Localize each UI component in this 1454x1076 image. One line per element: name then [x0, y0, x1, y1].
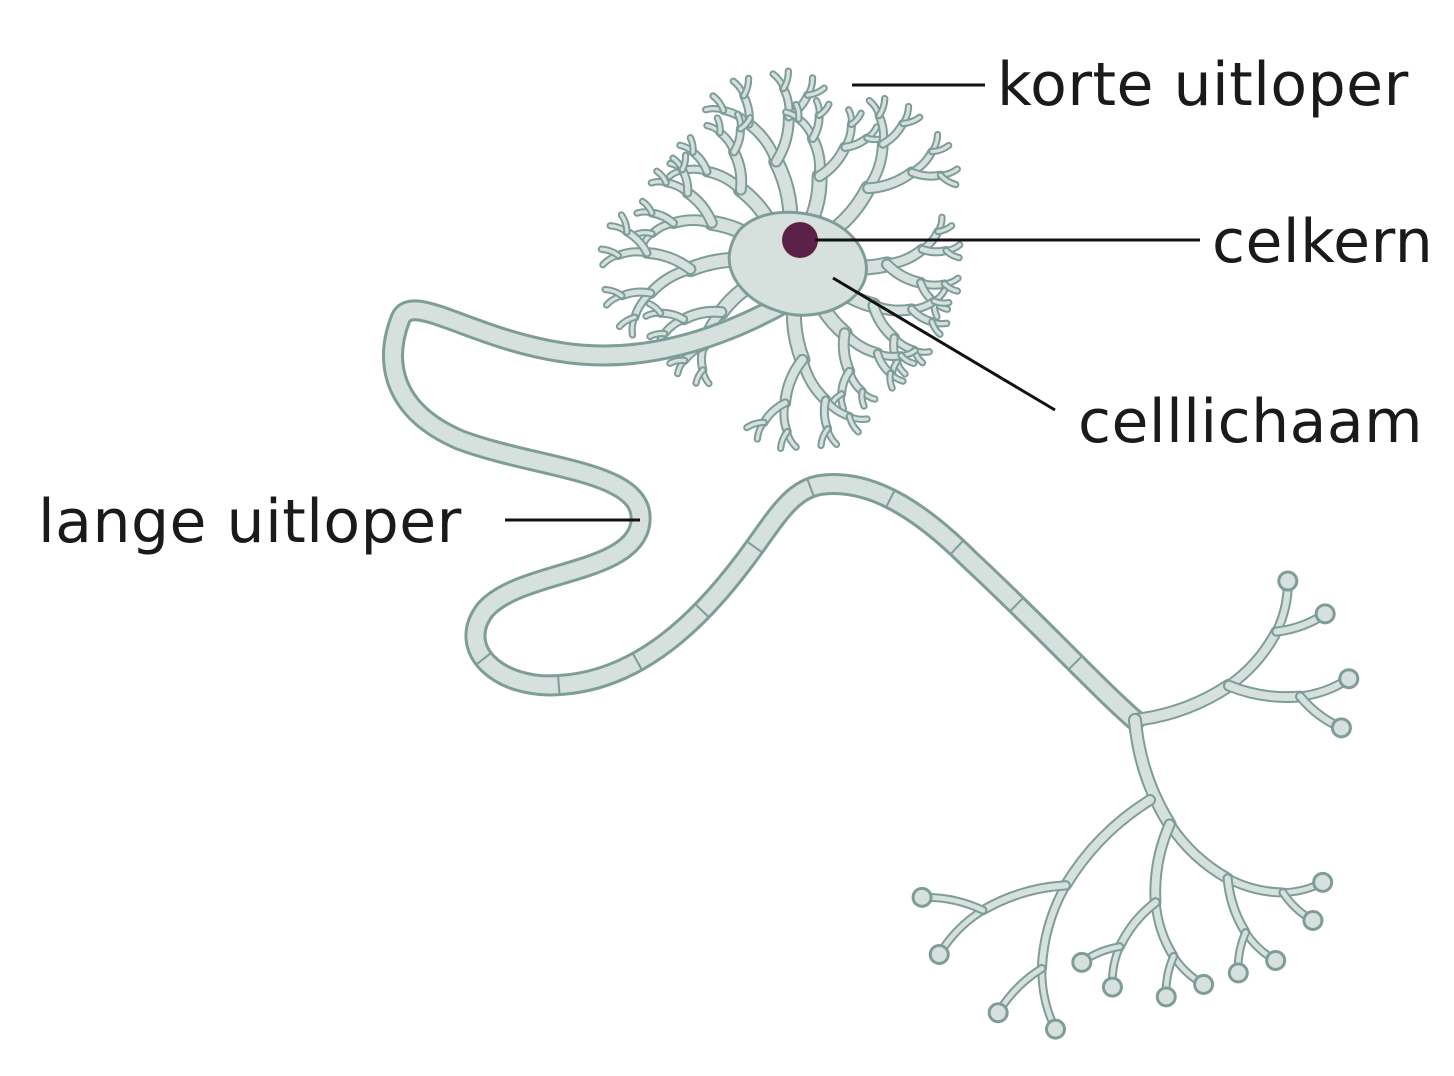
dendrite-branch	[887, 264, 921, 282]
synaptic-knob	[1195, 975, 1213, 993]
cell-body-label: celllichaam	[1078, 387, 1423, 457]
synaptic-knob	[1046, 1020, 1064, 1038]
synaptic-knob	[1314, 873, 1332, 891]
synaptic-knob	[1316, 605, 1334, 623]
myelin-node	[558, 676, 559, 694]
synaptic-knob	[989, 1004, 1007, 1022]
axon-label: lange uitloper	[38, 487, 462, 557]
dendrite-branch	[647, 253, 691, 269]
synaptic-knob	[1340, 670, 1358, 688]
axon	[393, 300, 1135, 720]
synaptic-knob	[1279, 572, 1297, 590]
synaptic-knob	[913, 888, 931, 906]
synaptic-knob	[930, 945, 948, 963]
axon-terminal-branches	[913, 572, 1358, 1038]
nucleus-shape	[782, 222, 818, 258]
dendrite-branch	[785, 360, 802, 403]
synaptic-knob	[1103, 978, 1121, 996]
synaptic-knob	[1267, 951, 1285, 969]
synaptic-knob	[1229, 964, 1247, 982]
dendrite-branch	[934, 301, 949, 303]
synaptic-knob	[1073, 953, 1091, 971]
dendrite-branch	[637, 233, 652, 234]
synaptic-knob	[1157, 988, 1175, 1006]
synaptic-knob	[1332, 719, 1350, 737]
dendrite-branch	[776, 117, 788, 162]
dendrite-label: korte uitloper	[997, 50, 1409, 120]
synaptic-knob	[1304, 911, 1322, 929]
nucleus-label: celkern	[1212, 207, 1433, 277]
terminal-branch	[1066, 800, 1150, 885]
